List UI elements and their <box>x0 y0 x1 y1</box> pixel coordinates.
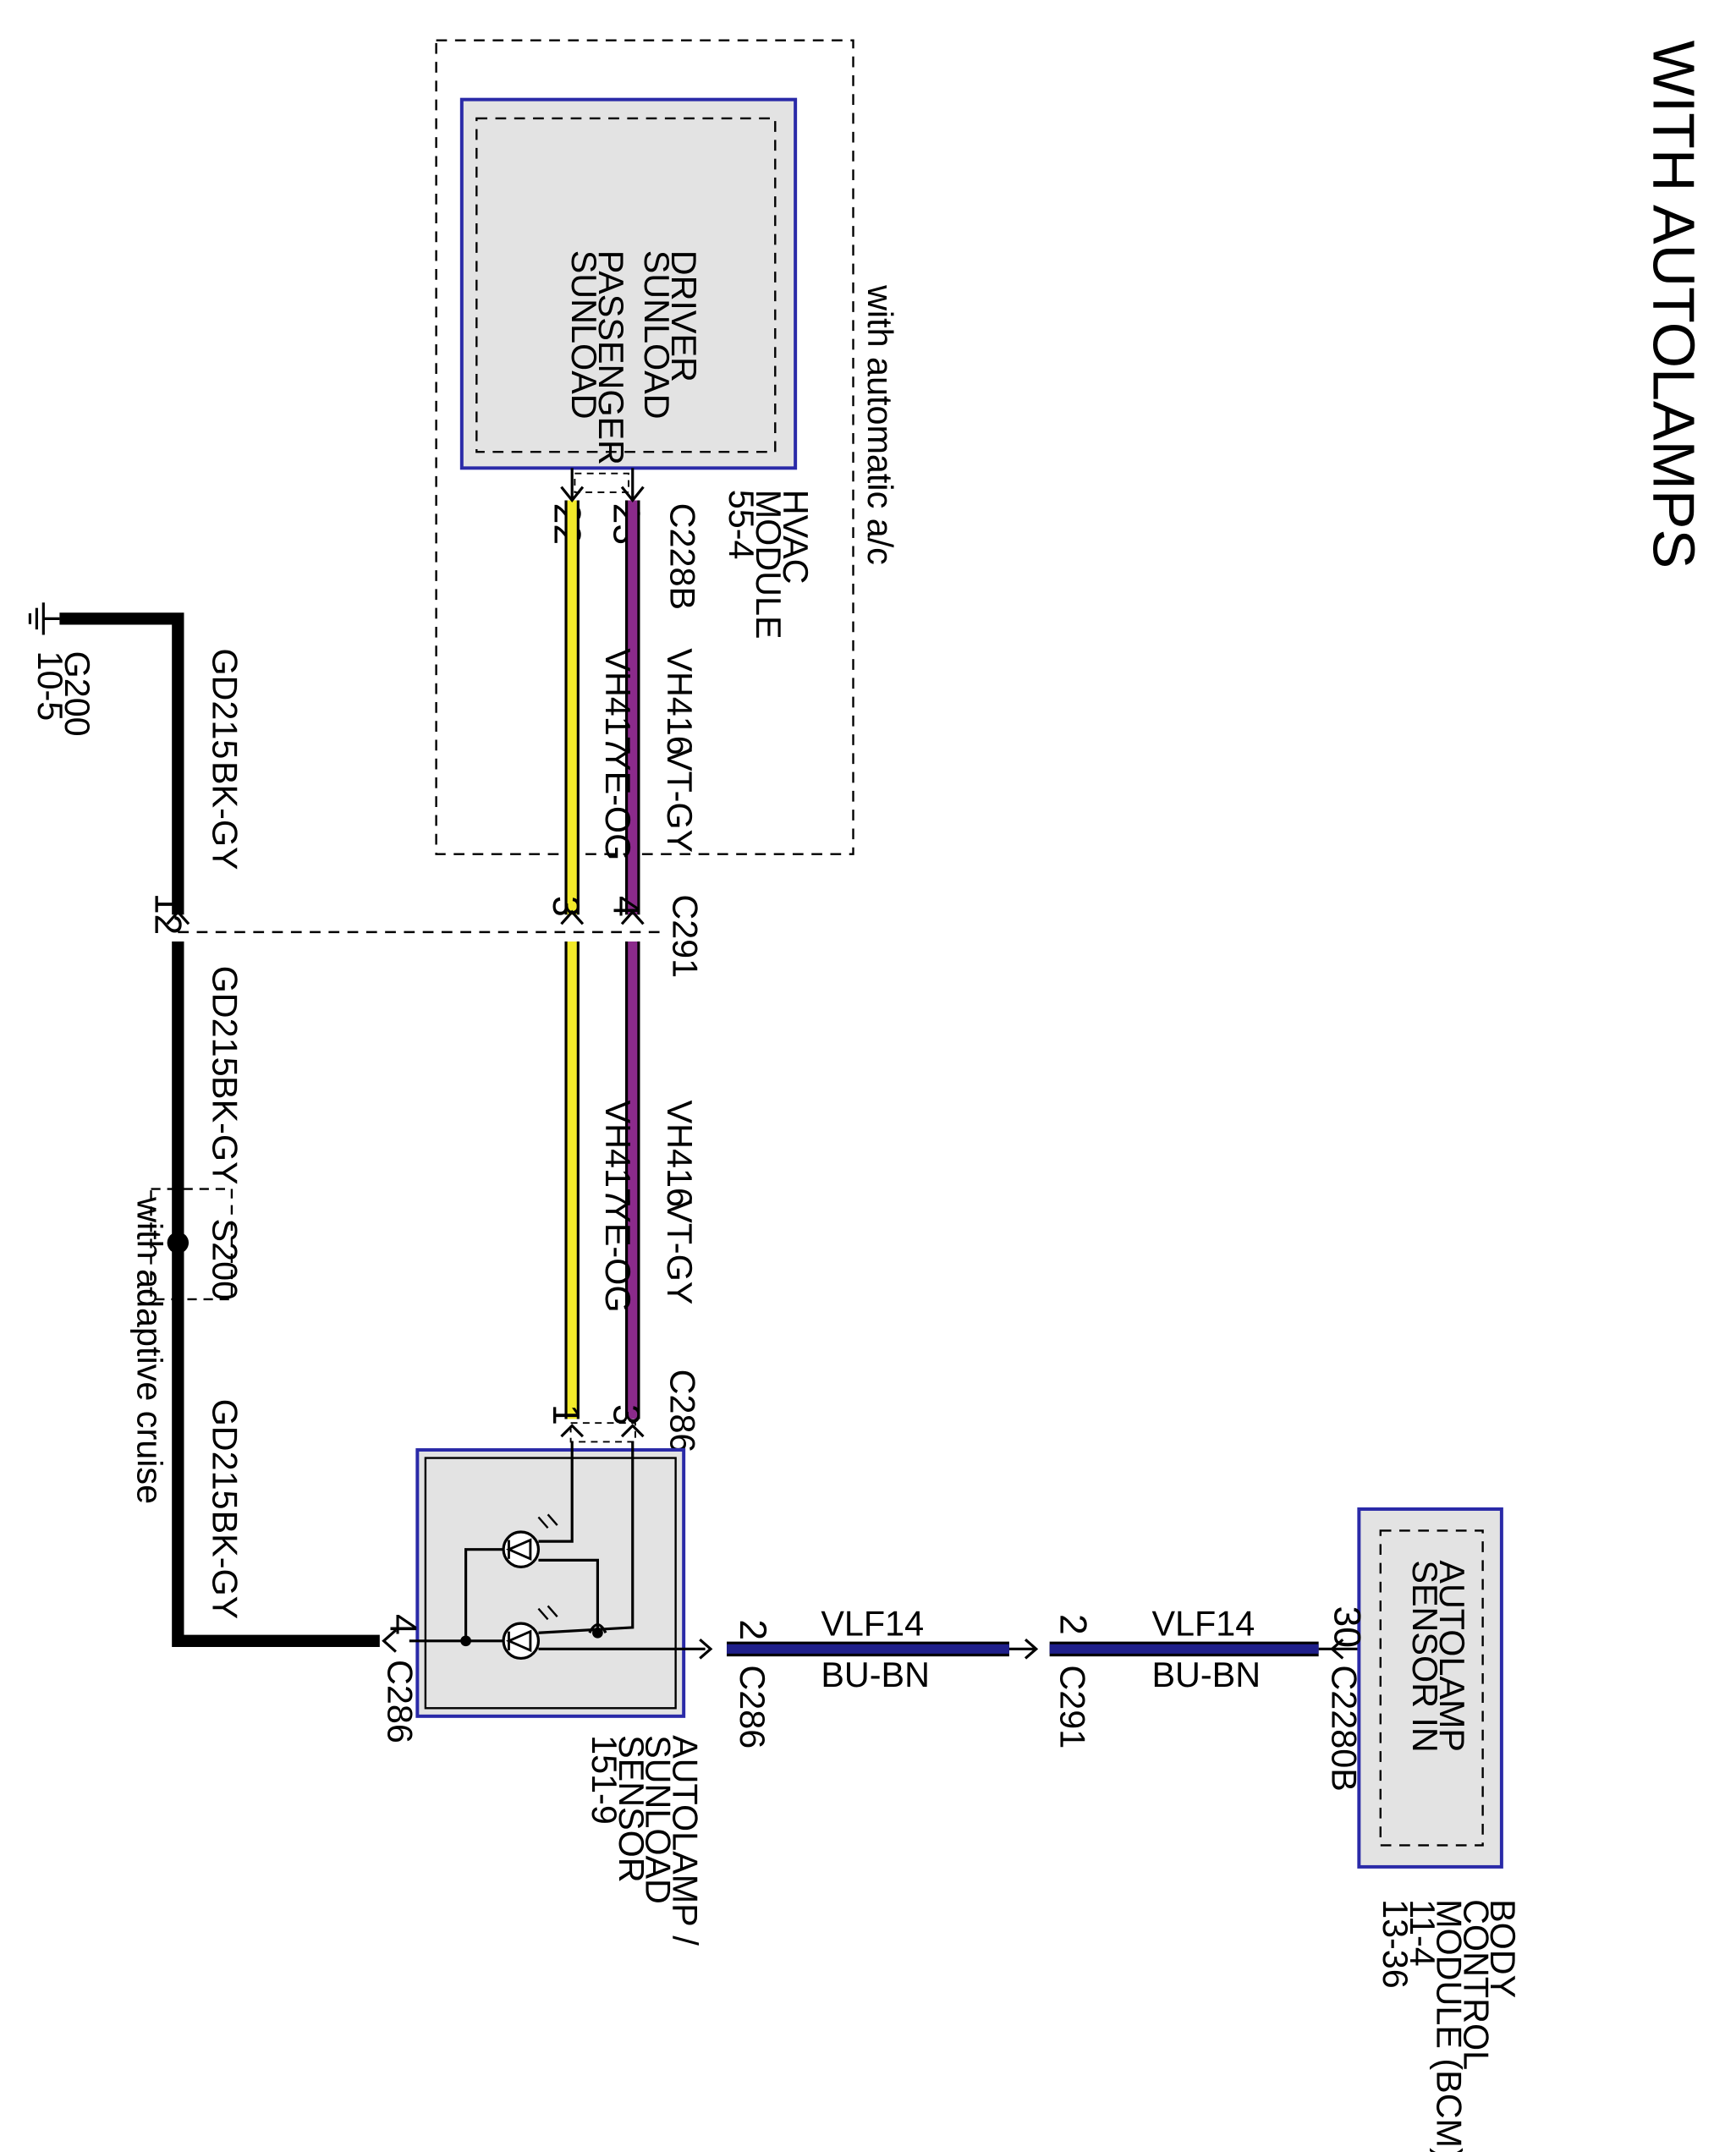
hvac-input-line-2: SUNLOAD <box>637 250 676 420</box>
wire-vh417-color-upper: YE-OG <box>598 748 637 860</box>
wire-gd215-circuit-1: GD215 <box>206 648 244 759</box>
wire-vh417-circuit-upper: VH417 <box>598 648 637 755</box>
hvac-input-line-3: PASSENGER <box>591 250 630 465</box>
hvac-name-line-2: MODULE <box>749 490 788 640</box>
bcm-name-line-1: BODY <box>1483 1899 1522 1998</box>
c291-label-lower: C291 <box>1052 1665 1091 1748</box>
splice-dot <box>167 1232 190 1254</box>
bcm-name-line-3: MODULE (BCM) <box>1430 1899 1469 2152</box>
sensor-connector-label-out: C286 <box>733 1665 772 1748</box>
wire-vlf14 <box>699 1639 1362 1660</box>
sensor-connector-label-gnd: C286 <box>380 1660 419 1743</box>
sensor-name: AUTOLAMP / SUNLOAD SENSOR 151-9 <box>585 1735 704 1946</box>
hvac-option-label: with automatic a/c <box>860 284 899 565</box>
hvac-option-boundary <box>435 39 854 855</box>
hvac-connector-label: C228B <box>662 503 701 610</box>
sensor-name-line-1: AUTOLAMP / <box>665 1735 704 1946</box>
wire-vh416-circuit-lower: VH416 <box>660 1101 699 1207</box>
wire-vh417-circuit-lower: VH417 <box>598 1101 637 1207</box>
sensor-pin-gnd: 4 <box>382 1614 424 1635</box>
splice-option-boundary <box>150 1188 233 1301</box>
bcm-name: BODY CONTROL MODULE (BCM) 11-4 13-36 <box>1376 1899 1522 2152</box>
bcm-name-line-5: 13-36 <box>1376 1899 1415 1989</box>
splice-name: S200 <box>206 1219 244 1301</box>
bcm-pin: 30 <box>1327 1606 1368 1648</box>
wire-gd215-color-2: BK-GY <box>206 1076 244 1185</box>
wire-vh417-color-lower: YE-OG <box>598 1200 637 1312</box>
hvac-input-line-1: DRIVER <box>664 250 703 382</box>
splice-option-label: with adaptive cruise <box>130 1196 169 1504</box>
bcm-connector-label: C2280B <box>1325 1665 1364 1791</box>
sensor-name-line-3: SENSOR <box>612 1735 651 1883</box>
wire-vh416-color-lower: VT-GY <box>660 1200 699 1304</box>
sensor-connector-boundary-top <box>569 1422 636 1443</box>
c291-pin-vh416: 4 <box>605 896 646 917</box>
bcm-name-line-4: 11-4 <box>1403 1899 1442 1967</box>
wire-gd215-circuit-2: GD215 <box>206 966 244 1077</box>
wire-gd215-color-1: BK-GY <box>206 761 244 870</box>
wire-vlf14-circuit-1: VLF14 <box>821 1604 924 1643</box>
sensor-pin-vh417: 1 <box>545 1404 586 1425</box>
wire-gd215-circuit-3: GD215 <box>206 1399 244 1510</box>
wire-vh416-color-upper: VT-GY <box>660 748 699 853</box>
wire-vlf14-circuit-2: VLF14 <box>1151 1604 1255 1643</box>
hvac-inputs-label: DRIVER SUNLOAD PASSENGER SUNLOAD <box>564 250 703 465</box>
wire-vh416 <box>620 468 645 1438</box>
wire-gd215 <box>59 612 397 1653</box>
c291-pin-vh417: 3 <box>545 896 586 917</box>
sensor-name-line-2: SUNLOAD <box>639 1735 678 1904</box>
c291-pin-vlf14: 2 <box>1052 1614 1093 1635</box>
hvac-name-line-3: 55-4 <box>722 490 761 560</box>
hvac-connector-boundary <box>574 472 629 493</box>
bcm-name-line-2: CONTROL <box>1456 1899 1495 2070</box>
c291-label: C291 <box>665 894 704 978</box>
diagram-title: WITH AUTOLAMPS <box>1641 41 1707 569</box>
ground-symbol-icon <box>28 602 60 635</box>
wire-vlf14-color-1: BU-BN <box>821 1655 930 1694</box>
bcm-input-label: AUTOLAMP SENSOR IN <box>1405 1560 1471 1752</box>
sensor-pin-out: 2 <box>732 1619 773 1640</box>
hvac-module-name: HVAC MODULE 55-4 <box>722 490 815 640</box>
wire-vh417 <box>560 468 585 1438</box>
wire-gd215-color-3: BK-GY <box>206 1511 244 1620</box>
bcm-module <box>1357 1507 1503 1869</box>
hvac-input-line-4: SUNLOAD <box>564 250 603 420</box>
bcm-input-line-1: AUTOLAMP <box>1432 1560 1471 1752</box>
autolamp-sensor-inner <box>424 1457 677 1710</box>
hvac-name-line-1: HVAC <box>776 490 815 585</box>
sensor-name-line-4: 151-9 <box>585 1735 624 1825</box>
wire-vlf14-color-2: BU-BN <box>1151 1655 1261 1694</box>
wire-vh416-circuit-upper: VH416 <box>660 648 699 755</box>
ground-name: G200 <box>58 651 96 737</box>
ground-page: 10-5 <box>30 651 69 722</box>
bcm-input-line-2: SENSOR IN <box>1405 1560 1444 1752</box>
sensor-connector-label-top: C286 <box>662 1370 701 1453</box>
autolamp-sensor-module <box>415 1448 686 1718</box>
hvac-module-inner-boundary <box>475 117 777 453</box>
sensor-internal-wiring <box>409 1441 706 1650</box>
sensor-pin-vh416: 3 <box>605 1404 646 1425</box>
hvac-module <box>459 97 798 470</box>
